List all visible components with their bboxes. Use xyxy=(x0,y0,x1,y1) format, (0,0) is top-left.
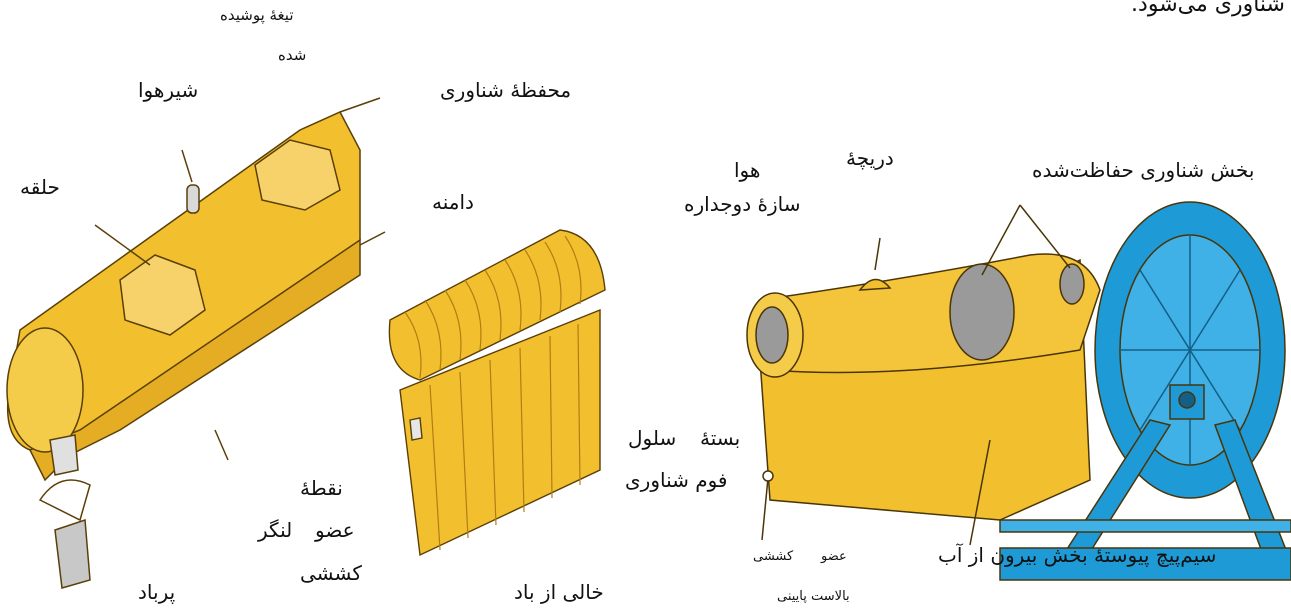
reel-base-rail xyxy=(1000,520,1291,532)
inflated-boom-end-cap xyxy=(7,328,83,452)
label-covered-blade-2: شده xyxy=(278,48,306,63)
pointer-hatch xyxy=(875,238,880,270)
label-covered-blade: تیغهٔ پوشیده xyxy=(220,8,294,23)
label-continuous-reel: سیم‌پیچ پیوستهٔ بخش بیرون از آب xyxy=(938,545,1216,565)
anchor-point-bracket xyxy=(50,435,78,475)
bottom-ballast-eye xyxy=(763,471,773,481)
deflated-boom-anchor-clip xyxy=(410,418,422,440)
pointer-bottom-ballast xyxy=(762,478,768,540)
reel-boom-illustration xyxy=(747,202,1291,580)
label-float-enclosure: محفظهٔ شناوری xyxy=(440,80,571,100)
pointer-anchor xyxy=(215,430,228,460)
label-skirt: دامنه xyxy=(432,192,474,212)
label-protected-float: بخش شناوری حفاظت‌شده xyxy=(1032,160,1254,180)
label-anchor-2: لنگر xyxy=(258,520,292,540)
label-foam-cell-1: سلول xyxy=(628,428,676,448)
inflated-boom-illustration xyxy=(7,98,385,588)
deflated-boom-illustration xyxy=(389,230,605,555)
closed-cell-foam xyxy=(756,307,788,363)
reel-boom-tube xyxy=(760,254,1100,373)
label-air-hatch-2: هوا xyxy=(734,160,760,180)
reel-axle xyxy=(1179,392,1195,408)
protected-float-chamber-2 xyxy=(1060,264,1084,304)
label-foam-cell-3: فوم شناوری xyxy=(625,470,728,490)
label-anchor-3: عضو xyxy=(315,520,355,540)
air-valve-stem xyxy=(187,185,199,213)
label-bottom-ballast-1: عضو xyxy=(821,550,847,563)
pointer-air-valve xyxy=(182,150,192,182)
label-anchor-1: نقطهٔ xyxy=(300,478,343,498)
label-double-wall: سازهٔ دوجداره xyxy=(684,194,800,214)
label-anchor-4: کششی xyxy=(300,563,362,583)
label-bottom-ballast-2: کششی xyxy=(753,550,793,563)
tension-member-strip xyxy=(55,520,90,588)
label-inflated: پرباد xyxy=(138,582,175,602)
label-bottom-ballast-3: بالاست پایینی xyxy=(777,590,850,603)
pointer-float-enclosure xyxy=(340,98,380,112)
caption-fragment: شناوری می‌شود. xyxy=(1131,0,1285,16)
label-deflated: خالی از باد xyxy=(514,582,604,602)
label-air-valve: شیرهوا xyxy=(138,80,198,100)
label-foam-cell-2: بستهٔ xyxy=(700,428,740,448)
label-ring: حلقه xyxy=(20,177,60,197)
label-air-hatch-1: دریچهٔ xyxy=(846,148,894,168)
pointer-skirt xyxy=(360,232,385,245)
inflated-boom-cut-edge xyxy=(40,480,90,520)
protected-float-chamber-1 xyxy=(950,264,1014,360)
